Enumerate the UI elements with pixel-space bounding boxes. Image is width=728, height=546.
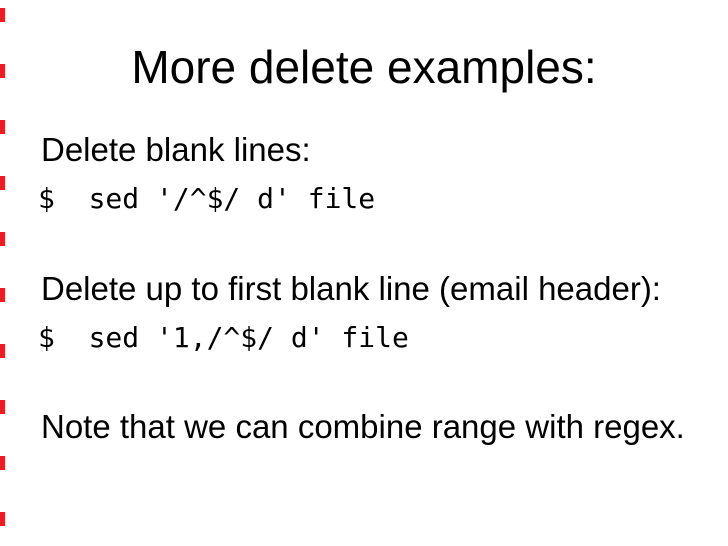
slide-title: More delete examples: <box>131 41 597 93</box>
section-2-command: $ sed '1,/^$/ d' file <box>38 321 409 354</box>
section-2-label: Delete up to first blank line (email hea… <box>41 270 661 307</box>
paragraph-spacer <box>41 362 718 402</box>
note-text: Note that we can combine range with rege… <box>41 408 685 445</box>
left-edge-red-dashes <box>0 0 5 546</box>
section-1-command: $ sed '/^$/ d' file <box>38 182 376 215</box>
paragraph-spacer <box>41 223 718 264</box>
slide-body: Delete blank lines: $ sed '/^$/ d' file … <box>38 125 718 451</box>
section-1-label: Delete blank lines: <box>41 131 311 168</box>
